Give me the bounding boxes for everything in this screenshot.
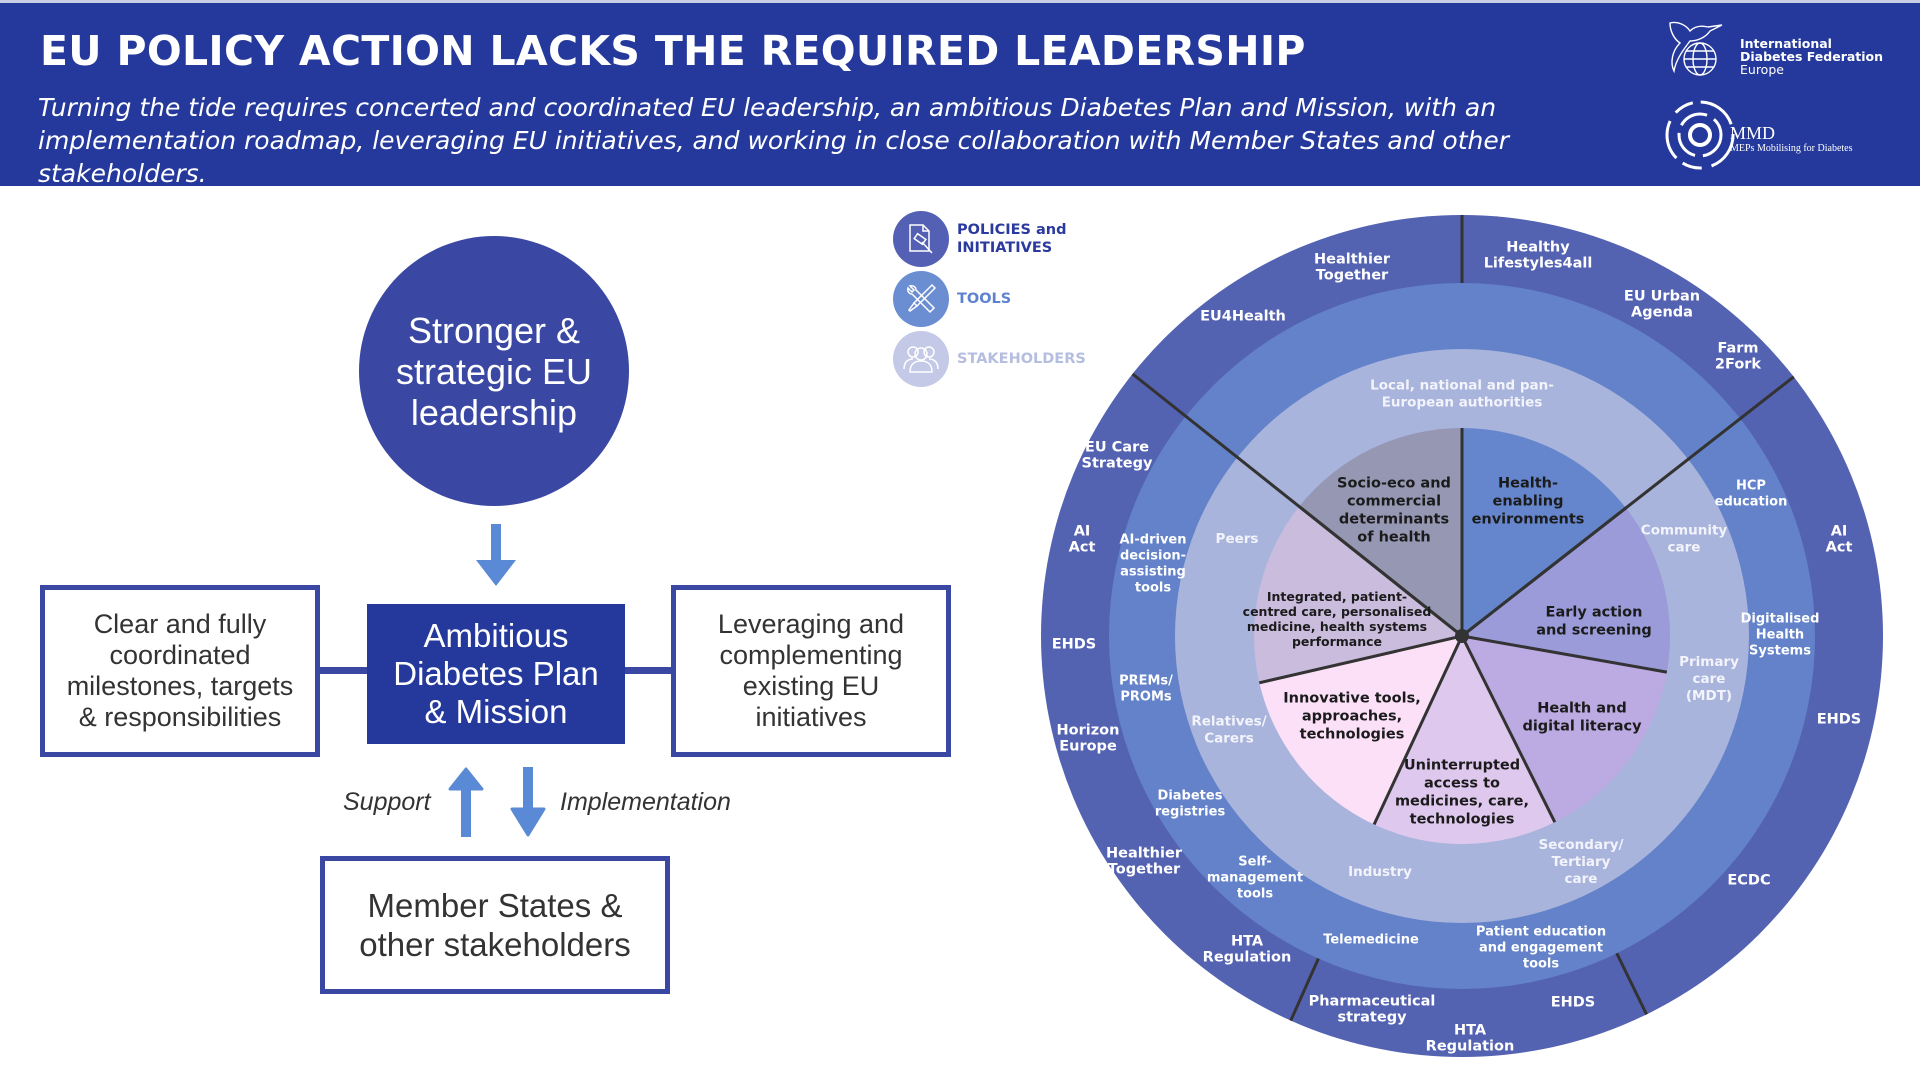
page-title: EU POLICY ACTION LACKS THE REQUIRED LEAD… (40, 27, 1306, 75)
pie-divider (1372, 635, 1464, 826)
outer-divider (1615, 952, 1648, 1016)
legend-item-policies: POLICIES and INITIATIVES (893, 211, 1153, 267)
arrow-up-support (448, 767, 484, 837)
document-gavel-icon (909, 224, 933, 254)
outer-divider (1131, 372, 1463, 638)
pie-slice (1254, 506, 1462, 683)
pie-divider (1460, 635, 1557, 823)
member-states-box: Member States & other stakeholders (320, 856, 670, 994)
connector-left (318, 667, 370, 674)
legend-item-stakeholders: STAKEHOLDERS (893, 331, 1153, 387)
pie-divider (1461, 634, 1668, 674)
hummingbird-globe-icon (1669, 21, 1723, 76)
outer-divider (1461, 375, 1795, 638)
idf-europe-logo: International Diabetes Federation Europe (1660, 15, 1900, 85)
pie-slice (1462, 507, 1670, 673)
subtitle-line-1: Turning the tide requires concerted and … (38, 93, 1497, 122)
wrench-screwdriver-icon (907, 283, 937, 314)
arrow-down-implementation (510, 767, 546, 837)
pie-slice (1259, 636, 1462, 825)
policy-label: ECDC (1727, 873, 1770, 889)
legend-label-stakeholders: STAKEHOLDERS (957, 351, 1086, 367)
people-group-icon (903, 346, 939, 373)
diabetes-plan-box: Ambitious Diabetes Plan & Mission (367, 604, 625, 744)
pie-slice (1374, 636, 1555, 845)
outer-divider (1289, 957, 1320, 1022)
pie-slice (1462, 428, 1626, 636)
policy-label: EHDS (1052, 637, 1097, 653)
idf-logo-text: International Diabetes Federation Europe (1740, 36, 1884, 77)
header-banner: EU POLICY ACTION LACKS THE REQUIRED LEAD… (0, 0, 1920, 188)
leadership-circle: Stronger & strategic EU leadership (359, 236, 629, 506)
stakeholder-label: Industry (1348, 864, 1412, 880)
pie-divider (1258, 634, 1463, 685)
legend-label-tools: TOOLS (957, 291, 1012, 307)
pie-label: Innovative tools,approaches,technologies (1283, 690, 1420, 742)
implementation-label: Implementation (560, 788, 731, 816)
stakeholder-label: Peers (1216, 531, 1259, 547)
legend-label-policies: POLICIES and INITIATIVES (957, 222, 1067, 256)
support-label: Support (343, 788, 431, 816)
subtitle-line-2: implementation roadmap, leveraging EU in… (38, 126, 1509, 188)
mmd-title: MMD (1730, 123, 1776, 143)
concentric-rings-icon (1665, 100, 1735, 170)
stakeholder-label: Local, national and pan-European authori… (1370, 377, 1554, 410)
pie-slice (1299, 428, 1462, 636)
eu-initiatives-box: Leveraging and complementing existing EU… (671, 585, 951, 757)
policy-label: EHDS (1817, 712, 1862, 728)
stakeholder-label: Relatives/Carers (1191, 713, 1266, 746)
policy-label: EU4Health (1200, 309, 1286, 325)
mmd-logo: MMD MEPs Mobilising for Diabetes (1662, 95, 1912, 175)
legend-item-tools: TOOLS (893, 271, 1153, 327)
pie-slice (1462, 636, 1667, 823)
mmd-subtitle: MEPs Mobilising for Diabetes (1730, 143, 1853, 154)
milestones-box: Clear and fully coordinated milestones, … (40, 585, 320, 757)
connector-right (622, 667, 674, 674)
policy-label: EHDS (1551, 995, 1596, 1011)
pie-label: Integrated, patient-centred care, person… (1243, 589, 1432, 649)
wheel-hub (1455, 629, 1469, 643)
tool-label: Telemedicine (1323, 933, 1419, 948)
tool-label: PREMs/PROMs (1119, 674, 1173, 705)
arrow-down-to-plan (476, 524, 516, 586)
page-subtitle: Turning the tide requires concerted and … (38, 91, 1638, 190)
